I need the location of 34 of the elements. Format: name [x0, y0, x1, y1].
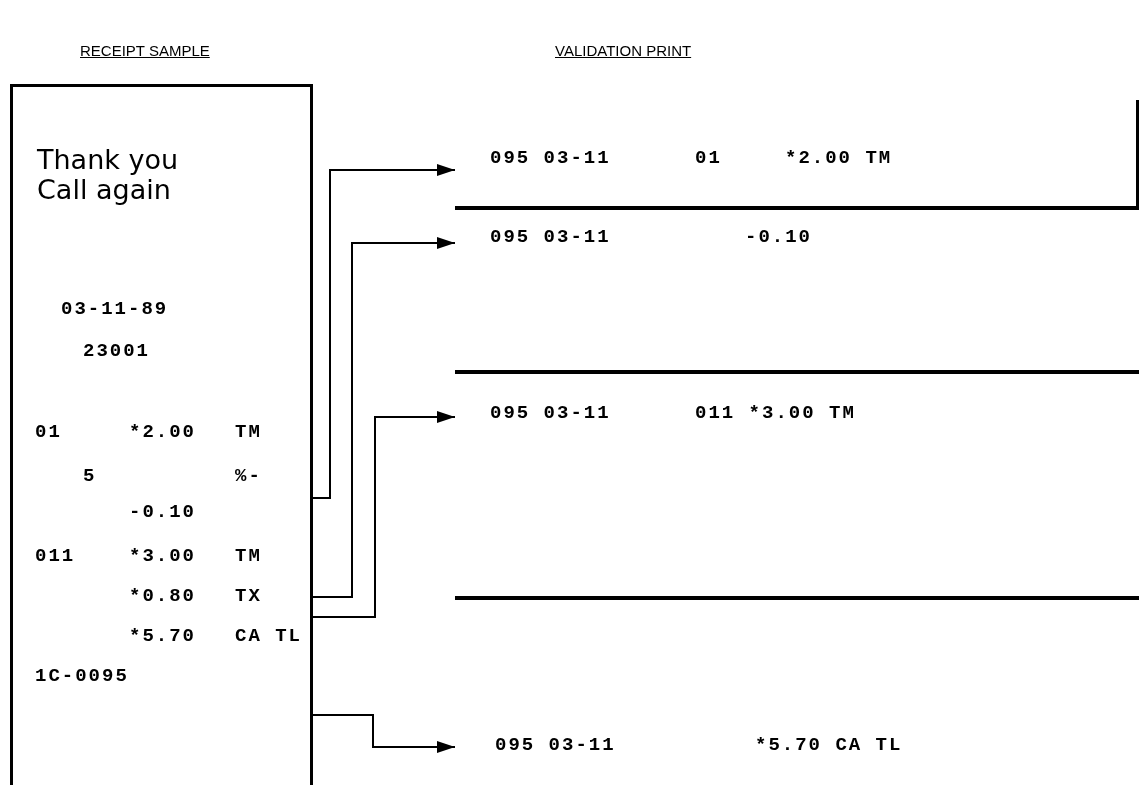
receipt-entry: *5.70	[129, 624, 196, 648]
receipt-entry: %-	[235, 464, 262, 488]
arrow	[312, 237, 456, 598]
validation-entry: 011 *3.00 TM	[695, 401, 856, 425]
section-heading: VALIDATION PRINT	[555, 42, 692, 59]
validation-entry: 095 03-11	[490, 146, 611, 170]
validation-entry: 01	[695, 146, 722, 170]
validation-entry: 095 03-11	[490, 401, 611, 425]
receipt-entry: 1C-0095	[35, 664, 129, 688]
receipt-entry: CA TL	[235, 624, 302, 648]
receipt-entry: *0.80	[129, 584, 196, 608]
arrow	[312, 714, 456, 753]
receipt-entry: 03-11-89	[61, 297, 169, 321]
validation-entry: *5.70 CA TL	[755, 733, 903, 757]
validation-entry: -0.10	[745, 225, 812, 249]
validation-entry: 095 03-11	[490, 225, 611, 249]
receipt-entry: TM	[235, 544, 262, 568]
receipt-entry: 01	[35, 420, 62, 444]
receipt-entry: 23001	[83, 339, 150, 363]
receipt-entry: 011	[35, 544, 76, 568]
receipt-entry: -0.10	[129, 500, 196, 524]
validation-line	[455, 100, 1139, 210]
receipt-entry: TM	[235, 420, 262, 444]
validation-entry: *2.00 TM	[785, 146, 893, 170]
arrow	[312, 411, 456, 618]
receipt-message: Thank you Call again	[37, 145, 180, 205]
section-heading: RECEIPT SAMPLE	[80, 42, 210, 59]
receipt-entry: TX	[235, 584, 262, 608]
arrow	[312, 164, 456, 499]
receipt-entry: *2.00	[129, 420, 196, 444]
receipt-entry: 5	[83, 464, 97, 488]
validation-entry: 095 03-11	[495, 733, 616, 757]
receipt-entry: *3.00	[129, 544, 196, 568]
receipt-paper	[10, 84, 313, 785]
